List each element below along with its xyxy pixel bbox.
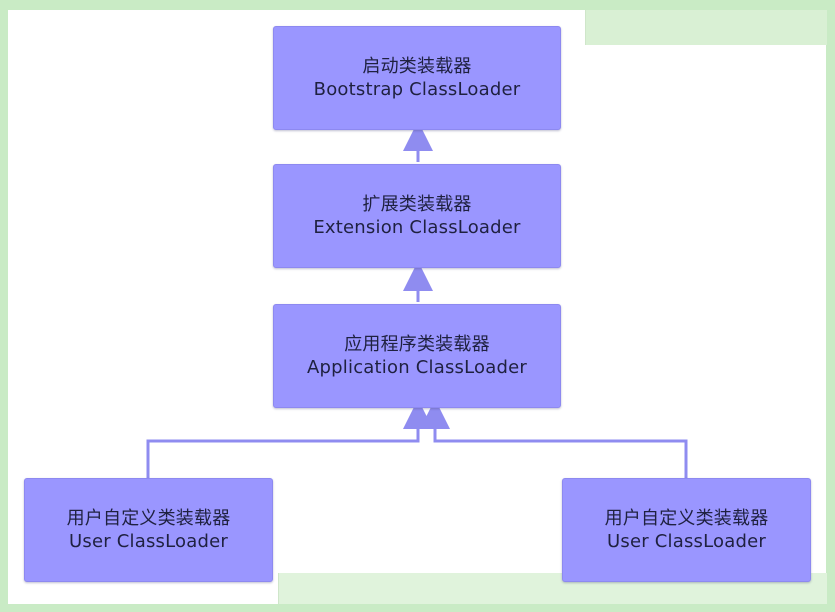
extension-classloader-title: 扩展类装载器 <box>362 193 472 215</box>
user-classloader-right-title: 用户自定义类装载器 <box>604 507 769 529</box>
extension-classloader-node: 扩展类装载器 Extension ClassLoader <box>273 164 561 268</box>
user-classloader-right-subtitle: User ClassLoader <box>607 531 766 552</box>
application-classloader-title: 应用程序类装载器 <box>344 333 490 355</box>
user-classloader-left-node: 用户自定义类装载器 User ClassLoader <box>24 478 273 582</box>
bootstrap-classloader-title: 启动类装载器 <box>362 55 472 77</box>
user-classloader-right-node: 用户自定义类装载器 User ClassLoader <box>562 478 811 582</box>
application-classloader-node: 应用程序类装载器 Application ClassLoader <box>273 304 561 408</box>
bootstrap-classloader-subtitle: Bootstrap ClassLoader <box>313 79 521 100</box>
top-right-background-patch <box>585 10 827 45</box>
user-classloader-left-subtitle: User ClassLoader <box>69 531 228 552</box>
bootstrap-classloader-node: 启动类装载器 Bootstrap ClassLoader <box>273 26 561 130</box>
extension-classloader-subtitle: Extension ClassLoader <box>313 217 521 238</box>
user-classloader-left-title: 用户自定义类装载器 <box>66 507 231 529</box>
application-classloader-subtitle: Application ClassLoader <box>307 357 527 378</box>
